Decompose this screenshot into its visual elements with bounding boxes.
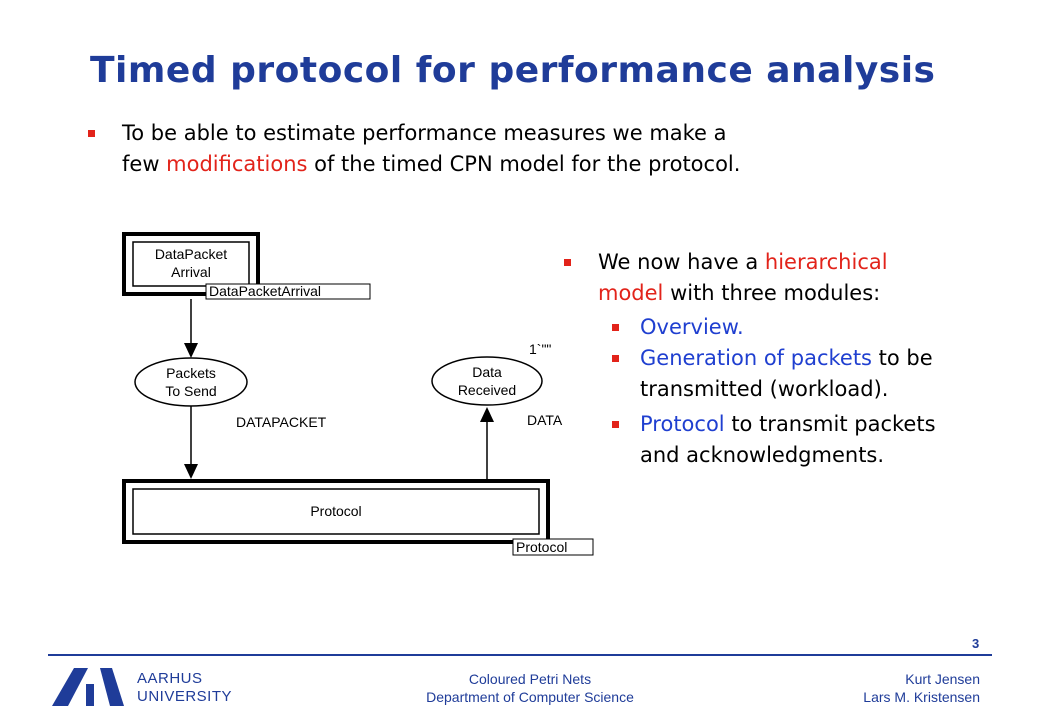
module-item: Overview.	[640, 312, 744, 343]
data-type-label: DATA	[527, 412, 563, 428]
module-name: Overview.	[640, 315, 744, 339]
module-item: Protocol to transmit packets and acknowl…	[640, 409, 936, 471]
module-name: Protocol	[640, 412, 725, 436]
module-name: Generation of packets	[640, 346, 872, 370]
bullet-marker	[612, 355, 619, 362]
university-name: AARHUS UNIVERSITY	[137, 670, 232, 706]
intro-text-end: of the timed CPN model for the protocol.	[307, 152, 741, 176]
heading-highlight-2: model	[598, 281, 664, 305]
footer-author-1: Kurt Jensen	[905, 671, 980, 687]
data-received-label-1: Data	[472, 364, 502, 380]
heading-text-end: with three modules:	[663, 281, 881, 305]
modules-heading-line-1: We now have a hierarchical	[598, 247, 888, 278]
footer-department: Department of Computer Science	[426, 689, 634, 705]
intro-line-1: To be able to estimate performance measu…	[122, 121, 727, 145]
footer-center: Coloured Petri Nets Department of Comput…	[380, 670, 680, 706]
arrowhead-icon	[184, 464, 198, 479]
packets-to-send-place: Packets To Send	[134, 357, 248, 407]
protocol-label: Protocol	[310, 503, 361, 519]
protocol-transition: Protocol	[122, 479, 550, 544]
module-desc: to transmit packets	[724, 412, 936, 436]
packets-to-send-label-2: To Send	[165, 383, 216, 399]
bullet-marker	[564, 259, 571, 266]
university-name-line-2: UNIVERSITY	[137, 688, 233, 705]
module-desc-line-2: transmitted (workload).	[640, 377, 889, 401]
module-item: Generation of packets to be transmitted …	[640, 343, 933, 405]
packets-to-send-label-1: Packets	[166, 365, 216, 381]
data-received-marking: 1`""	[529, 341, 551, 357]
packets-type-label: DATAPACKET	[236, 414, 327, 430]
bullet-marker	[612, 421, 619, 428]
data-received-place: Data Received	[431, 356, 543, 406]
intro-text: few	[122, 152, 167, 176]
module-desc-line-2: and acknowledgments.	[640, 443, 885, 467]
protocol-tag: Protocol	[512, 538, 594, 556]
university-name-line-1: AARHUS	[137, 670, 203, 687]
bullet-marker	[88, 130, 95, 137]
arrowhead-icon	[184, 343, 198, 358]
modules-heading: We now have a hierarchical model with th…	[598, 247, 888, 309]
datapacket-arrival-tag-text: DataPacketArrival	[209, 283, 321, 299]
intro-line-2: few modifications of the timed CPN model…	[122, 149, 740, 180]
intro-highlight: modifications	[166, 152, 308, 176]
arrowhead-icon	[480, 407, 494, 422]
university-logo-icon	[52, 668, 124, 706]
page-number: 3	[972, 636, 980, 651]
modules-heading-line-2: model with three modules:	[598, 278, 888, 309]
module-desc: to be	[872, 346, 933, 370]
datapacket-arrival-tag: DataPacketArrival	[205, 283, 371, 300]
datapacket-arrival-transition: DataPacket Arrival	[122, 232, 260, 296]
heading-text: We now have a	[598, 250, 765, 274]
protocol-tag-text: Protocol	[516, 539, 567, 555]
heading-highlight: hierarchical	[764, 250, 888, 274]
intro-paragraph: To be able to estimate performance measu…	[122, 118, 740, 180]
bullet-marker	[612, 324, 619, 331]
datapacket-arrival-label-2: Arrival	[171, 264, 211, 280]
datapacket-arrival-label-1: DataPacket	[155, 246, 227, 262]
footer-authors: Kurt Jensen Lars M. Kristensen	[760, 670, 980, 706]
footer-author-2: Lars M. Kristensen	[863, 689, 980, 705]
data-received-label-2: Received	[458, 382, 516, 398]
footer-course: Coloured Petri Nets	[468, 671, 592, 687]
footer-divider	[48, 654, 992, 656]
slide-title: Timed protocol for performance analysis	[90, 50, 936, 91]
